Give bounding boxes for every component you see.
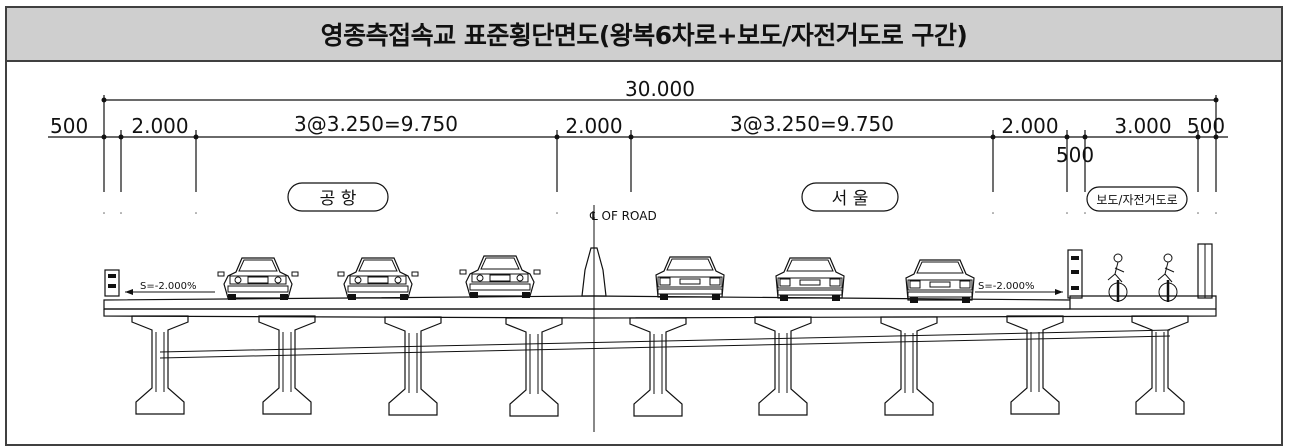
car-seoul-1 xyxy=(655,256,725,301)
page-title: 영종측접속교 표준횡단면도(왕복6차로+보도/자전거도로 구간) xyxy=(320,21,968,50)
dim-separator: 500 xyxy=(1056,143,1094,167)
direction-badge-airport xyxy=(287,182,389,212)
title-bar: 영종측접속교 표준횡단면도(왕복6차로+보도/자전거도로 구간) xyxy=(7,8,1281,62)
median-barrier xyxy=(581,247,607,297)
dim-right-lanes: 3@3.250=9.750 xyxy=(730,112,894,136)
sidewalk-badge xyxy=(1086,186,1188,212)
drawing-frame: 영종측접속교 표준횡단면도(왕복6차로+보도/자전거도로 구간) xyxy=(5,6,1283,446)
cyclist-2 xyxy=(1156,252,1179,304)
right-separator-barrier xyxy=(1067,249,1083,299)
dim-sidewalk: 3.000 xyxy=(1114,114,1171,138)
dim-right-shoulder: 2.000 xyxy=(1001,114,1058,138)
car-seoul-2 xyxy=(775,257,845,302)
left-barrier xyxy=(104,269,120,297)
girders xyxy=(131,315,1189,417)
car-airport-2 xyxy=(337,257,419,301)
dim-right-edge: 500 xyxy=(1187,114,1225,138)
slope-right: S=-2.000% xyxy=(978,281,1034,292)
direction-label-seoul: 서 울 xyxy=(832,189,869,209)
centerline-label: ℄ OF ROAD xyxy=(589,209,657,223)
dim-median: 2.000 xyxy=(565,114,622,138)
car-seoul-3 xyxy=(905,259,975,304)
direction-badge-seoul xyxy=(801,182,899,212)
dim-left-edge: 500 xyxy=(50,114,88,138)
dim-total: 30.000 xyxy=(625,77,695,101)
direction-label-airport: 공 항 xyxy=(320,189,357,209)
car-airport-3 xyxy=(459,255,541,299)
cyclist-1 xyxy=(1106,252,1129,304)
dimension-lines xyxy=(48,95,1228,214)
slope-left: S=-2.000% xyxy=(140,281,196,292)
dim-left-shoulder: 2.000 xyxy=(131,114,188,138)
sidewalk-label: 보도/자전거도로 xyxy=(1096,193,1177,207)
right-railing xyxy=(1197,243,1213,299)
dim-left-lanes: 3@3.250=9.750 xyxy=(294,112,458,136)
car-airport-1 xyxy=(217,257,299,301)
